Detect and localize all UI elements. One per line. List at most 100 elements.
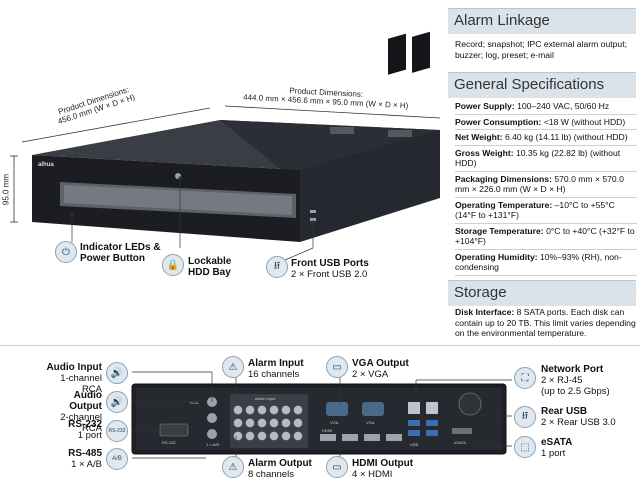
- front-usb-sub: 2 × Front USB 2.0: [291, 269, 368, 280]
- side-vents: [388, 31, 430, 75]
- audio-out-callout: Audio Output 2-channel RCA: [40, 390, 102, 434]
- side-vent-right: [412, 31, 430, 73]
- spec-label: Storage Temperature:: [455, 225, 544, 236]
- rear-usb-port-2: [408, 430, 420, 436]
- speaker-in-icon: 🔊: [106, 362, 128, 384]
- alarm-terminal: [281, 431, 291, 441]
- audio-out-jack-2: [207, 429, 217, 439]
- alarm-terminal: [257, 431, 267, 441]
- rj45-port-2: [426, 402, 438, 414]
- hdd-leader-dot: [178, 176, 182, 180]
- alarm-linkage-heading: Alarm Linkage: [448, 8, 636, 34]
- alarm-terminal: [269, 418, 279, 428]
- hdd-title-2: HDD Bay: [188, 267, 231, 278]
- vga-tag-1: VGA: [330, 420, 339, 425]
- audio-out-title: Audio Output: [69, 390, 102, 412]
- alarm-in-title: Alarm Input: [248, 358, 304, 369]
- storage-value: 8 SATA ports. Each disk can contain up t…: [455, 307, 636, 338]
- usb-leader-dot: [311, 220, 315, 224]
- audio-out-jack-1: [207, 413, 217, 423]
- spec-row: Net Weight: 6.40 kg (14.11 lb) (without …: [455, 130, 637, 146]
- rs232-callout: RS-232 1 port: [40, 419, 102, 441]
- alarm-terminal: [257, 405, 267, 415]
- esata-callout: eSATA 1 port: [541, 437, 572, 459]
- alarm-out-sub: 8 channels: [248, 469, 294, 480]
- vga-title: VGA Output: [352, 358, 409, 369]
- spec-row: Operating Humidity: 10%–93% (RH), non-co…: [455, 250, 637, 276]
- rca-jacks: RCA: [190, 397, 217, 439]
- usb-icon: ⭿: [266, 256, 288, 278]
- alarm-terminal: [293, 431, 303, 441]
- vga-port-2: [362, 402, 384, 416]
- rca-tag: RCA: [190, 400, 199, 405]
- front-usb-port-1: [310, 210, 316, 213]
- vga-tag-2: VGA: [366, 420, 375, 425]
- alarm-terminal: [233, 405, 243, 415]
- alarm-terminal: [269, 405, 279, 415]
- alarm-in-callout: Alarm Input 16 channels: [248, 358, 304, 380]
- top-handle-left: [330, 127, 354, 134]
- hdmi-port-2: [342, 434, 358, 441]
- front-usb-title: Front USB Ports: [291, 258, 369, 269]
- spec-row: Operating Temperature: –10°C to +55°C (1…: [455, 198, 637, 224]
- audio-in-sub: 1-channel RCA: [60, 373, 102, 395]
- esata-icon: ⬚: [514, 436, 536, 458]
- alarm-terminal: [245, 431, 255, 441]
- esata-tag: eSATA: [454, 440, 466, 445]
- rs485-icon: A/B: [106, 448, 128, 470]
- hdmi-port-1: [320, 434, 336, 441]
- spec-value: 0°C to +40°C (+32°F to +104°F): [455, 225, 635, 247]
- alarm-out-title: Alarm Output: [248, 458, 312, 469]
- hdmi-title: HDMI Output: [352, 458, 414, 469]
- top-handle-right: [388, 130, 412, 137]
- spec-label: Gross Weight:: [455, 147, 514, 158]
- vga-callout: VGA Output 2 × VGA: [352, 358, 409, 380]
- alarm-terminal: [293, 418, 303, 428]
- rj45-port-1: [408, 402, 420, 414]
- fan: [458, 392, 482, 416]
- usb-tag: USB: [410, 442, 419, 447]
- height-dimension-label: 95.0 mm: [1, 173, 11, 206]
- spec-row: Power Consumption: <18 W (without HDD): [455, 115, 637, 130]
- spec-row: Power Supply: 100–240 VAC, 50/60 Hz: [455, 99, 637, 115]
- front-usb-port-2: [310, 218, 316, 221]
- audio-in-title: Audio Input: [46, 362, 102, 373]
- spec-label: Power Consumption:: [455, 116, 542, 127]
- alarm-terminal: [281, 418, 291, 428]
- spec-label: Net Weight:: [455, 132, 503, 142]
- rs232-title: RS-232: [68, 419, 102, 430]
- alarm-terminal: [257, 418, 267, 428]
- spec-value: 10.35 kg (22.82 lb) (without HDD): [455, 147, 621, 169]
- front-usb-callout: Front USB Ports 2 × Front USB 2.0: [291, 258, 369, 280]
- alarm-linkage-text: Record; snapshot; IPC external alarm out…: [455, 37, 637, 62]
- rear-usb-icon: ⭿: [514, 406, 536, 428]
- alarm-terminal: [245, 405, 255, 415]
- speaker-out-icon: 🔊: [106, 391, 128, 413]
- spec-value: 570.0 mm × 570.0 mm × 226.0 mm (W × D × …: [455, 173, 624, 195]
- indicator-leader-dot: [70, 212, 74, 216]
- alarm-terminal: [293, 405, 303, 415]
- rs232-icon: RS-232: [106, 420, 128, 442]
- hdmi-callout: HDMI Output 4 × HDMI: [352, 458, 413, 480]
- audio-out-sub: 2-channel RCA: [60, 412, 102, 434]
- hdmi-port-4: [386, 434, 402, 441]
- alarm-terminal: [281, 405, 291, 415]
- storage-spec: Disk Interface: 8 SATA ports. Each disk …: [455, 307, 637, 339]
- spec-value: 100–240 VAC, 50/60 Hz: [517, 101, 610, 111]
- hdd-callout: Lockable HDD Bay: [188, 256, 231, 278]
- device-side-face: [300, 130, 440, 242]
- rs485-tag: 1 × A/B: [206, 442, 219, 447]
- alarm-terminal: [245, 418, 255, 428]
- rear-panel-illustration: RCA RS-232 1 × A/B Alarm Input VGA VGA H…: [131, 383, 507, 455]
- depth-dimension-line: [21, 107, 211, 143]
- rs232-sub: 1 port: [77, 430, 102, 441]
- front-device-illustration: alhua: [10, 31, 441, 261]
- section-divider: [0, 345, 640, 346]
- net-title: Network Port: [541, 364, 604, 375]
- vga-sub: 2 × VGA: [352, 369, 389, 380]
- rear-usb-title: Rear USB: [541, 406, 588, 417]
- monitor-vga-icon: ▭: [326, 356, 348, 378]
- hdmi-port-3: [364, 434, 380, 441]
- rear-usb-callout: Rear USB 2 × Rear USB 3.0: [541, 406, 616, 428]
